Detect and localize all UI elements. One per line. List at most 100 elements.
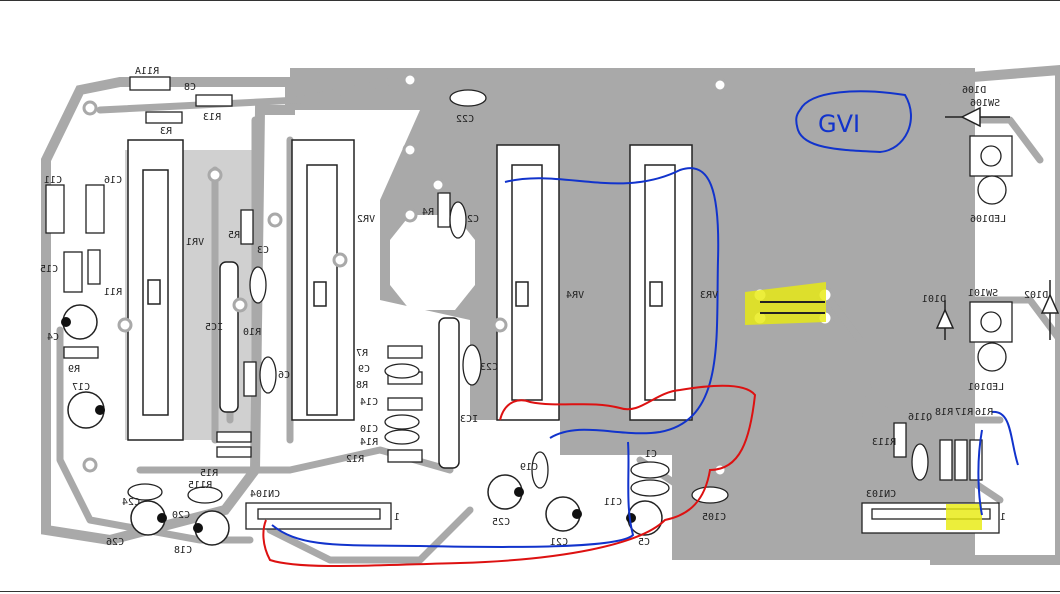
pad [492, 317, 508, 333]
label-c5: C5 [638, 537, 650, 548]
label-r12: R12 [346, 454, 364, 465]
label-c3: C3 [257, 245, 269, 256]
switch-sw101 [969, 301, 1013, 343]
vr4-potentiometer [496, 144, 560, 421]
label-r4: R4 [422, 207, 434, 218]
resistor-r11a [129, 76, 171, 91]
label-r13: R13 [203, 112, 221, 123]
label-c26: C26 [106, 537, 124, 548]
led106 [977, 175, 1007, 205]
resistor-r9 [63, 346, 99, 359]
cn103-pins [871, 508, 991, 520]
capacitor-c20 [187, 486, 223, 504]
vr1-wiper [147, 279, 161, 305]
resistor-r17 [954, 439, 968, 481]
label-c1: C1 [645, 449, 657, 460]
blue-ink-annotation-bubble [795, 90, 912, 154]
label-r5: R5 [228, 230, 240, 241]
label-c17: C17 [72, 382, 90, 393]
label-r10: R10 [243, 327, 261, 338]
capacitor-c24 [127, 483, 163, 501]
label-c23: C23 [480, 362, 498, 373]
board-outline-right [930, 64, 1060, 565]
label-c15: C15 [40, 264, 58, 275]
label-vr2: VR2 [357, 214, 375, 225]
label-led106: LED106 [970, 214, 1006, 225]
resistor-r18 [939, 439, 953, 481]
label-c18: C18 [174, 545, 192, 556]
resistor-r14 [387, 397, 423, 411]
resistor-r11 [87, 249, 101, 285]
silkscreen-labels: R11A C8 R13 R3 C22 C11 C16 C15 R11 VR1 R… [40, 66, 1048, 556]
pad [402, 142, 418, 158]
capacitor-c21-pad [572, 509, 582, 519]
label-ic3: IC3 [460, 414, 478, 425]
resistor-r7 [387, 345, 423, 359]
vr3-inner [644, 164, 676, 401]
label-d102: D102 [1024, 290, 1048, 301]
label-c25: C25 [492, 517, 510, 528]
capacitor-c18-pad [193, 523, 203, 533]
capacitor-c22 [449, 89, 487, 107]
connector-cn104 [245, 502, 392, 530]
box-capacitors [45, 184, 105, 293]
label-sw106: SW106 [970, 98, 1000, 109]
resistor-r3 [145, 111, 183, 124]
label-vr3: VR3 [700, 290, 718, 301]
label-r9: R9 [68, 364, 80, 375]
label-r14: R14 [360, 437, 378, 448]
vr2-inner [306, 164, 338, 416]
capacitor-c25-pad [514, 487, 524, 497]
label-led101: LED101 [968, 382, 1004, 393]
capacitor-c4-pad [61, 317, 71, 327]
label-c24: C24 [122, 497, 140, 508]
label-c14: C14 [360, 397, 378, 408]
label-c11b: C11 [604, 497, 622, 508]
capacitor-c105 [691, 486, 729, 504]
label-r15: R15 [200, 468, 218, 479]
label-sw101: SW101 [968, 288, 998, 299]
label-d106: D106 [962, 85, 986, 96]
capacitor-c2 [449, 201, 467, 239]
cn104-pins [257, 508, 381, 520]
capacitor-c1 [630, 461, 670, 479]
label-q116: Q116 [908, 412, 932, 423]
label-c2: C2 [467, 214, 479, 225]
pad [82, 100, 98, 116]
resistors [63, 76, 983, 481]
label-c21: C21 [550, 537, 568, 548]
ic3-package [438, 317, 460, 469]
label-c11: C11 [44, 175, 62, 186]
label-c8: C8 [184, 82, 196, 93]
capacitor-c10b [384, 429, 420, 445]
capacitor-c23 [462, 344, 482, 386]
d102-symbol [1040, 293, 1060, 314]
switch-sw106 [969, 135, 1013, 177]
pad [82, 457, 98, 473]
label-cn104-pin1: 1 [394, 512, 400, 523]
resistor-r113 [893, 422, 907, 458]
red-ink-wire [262, 384, 757, 568]
resistor-r10 [243, 361, 257, 397]
electrolytic-capacitors [61, 304, 663, 546]
capacitor-q116 [911, 443, 929, 481]
pad [712, 77, 728, 93]
vr1-potentiometer [127, 139, 184, 441]
label-r11: R11 [104, 287, 122, 298]
label-cn104: CN104 [250, 489, 280, 500]
label-r16: R16 [975, 407, 993, 418]
capacitor-c10 [384, 414, 420, 430]
d106-symbol [960, 106, 981, 128]
capacitor-c11 [45, 184, 65, 234]
capacitor-c17-pad [95, 405, 105, 415]
label-cn103: CN103 [866, 489, 896, 500]
resistor-r13 [195, 94, 233, 107]
trace [96, 76, 404, 114]
vr3-wiper [649, 281, 663, 307]
pad [207, 167, 223, 183]
blue-ink-wire [977, 410, 1019, 516]
highlight-cn103-pins [946, 504, 982, 530]
blue-ink-wire [271, 441, 635, 548]
label-r113: R113 [872, 437, 896, 448]
